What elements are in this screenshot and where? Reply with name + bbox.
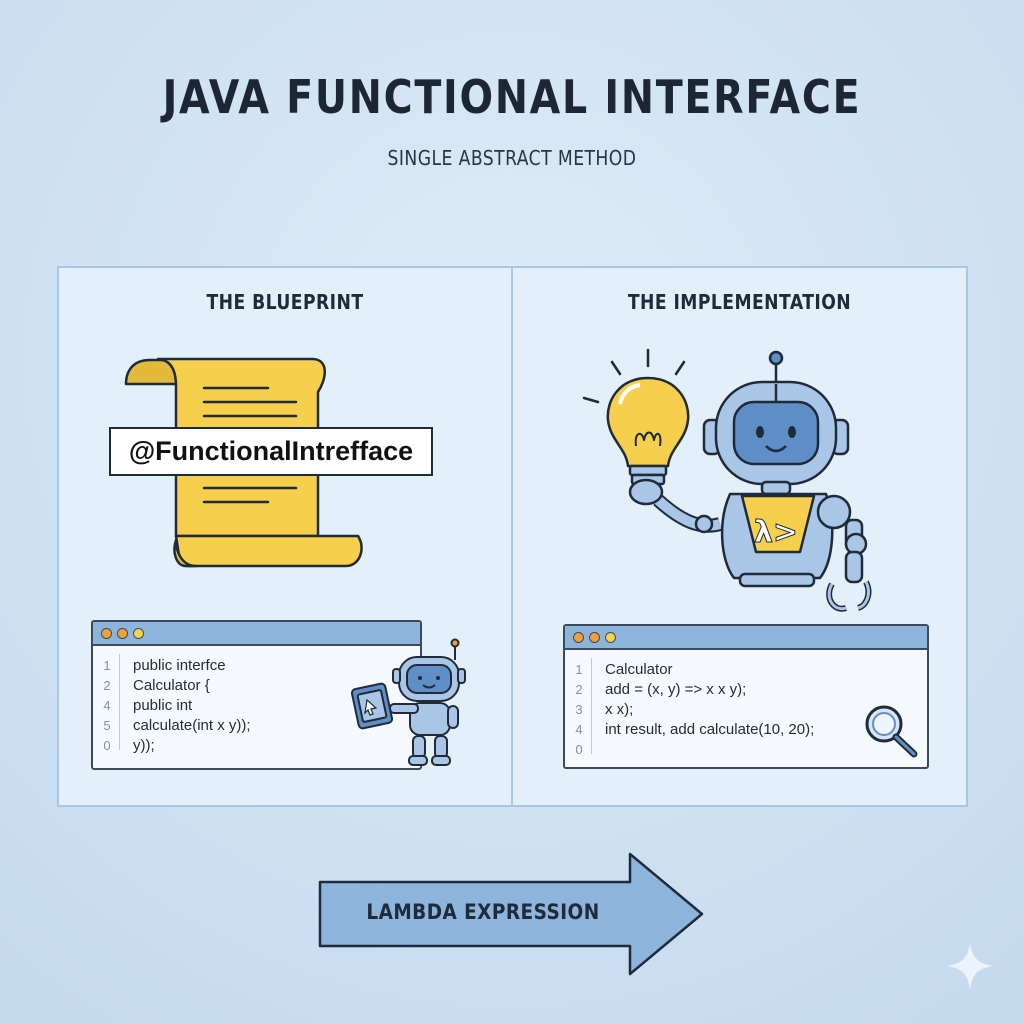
- code-line: 0: [575, 742, 583, 757]
- window-dot-icon: [133, 627, 144, 639]
- window-dot-icon: [573, 631, 584, 643]
- window-title-bar: [565, 626, 927, 650]
- page-title: JAVA FUNCTIONAL INTERFACE: [162, 70, 862, 124]
- arrow-label: LAMBDA EXPRESSION: [366, 900, 600, 924]
- sparkle-icon: [946, 942, 994, 990]
- window-dot-icon: [101, 627, 112, 639]
- blueprint-panel-title: THE BLUEPRINT: [206, 290, 364, 314]
- window-dot-icon: [605, 631, 616, 643]
- page-subtitle: SINGLE ABSTRACT METHOD: [387, 146, 637, 170]
- window-dot-icon: [589, 631, 600, 643]
- window-title-bar: [93, 622, 420, 646]
- functional-interface-annotation: @FunctionalIntrefface: [109, 427, 433, 476]
- implementation-panel-title: THE IMPLEMENTATION: [627, 290, 852, 314]
- lambda-arrow: [318, 852, 704, 976]
- window-dot-icon: [117, 627, 128, 639]
